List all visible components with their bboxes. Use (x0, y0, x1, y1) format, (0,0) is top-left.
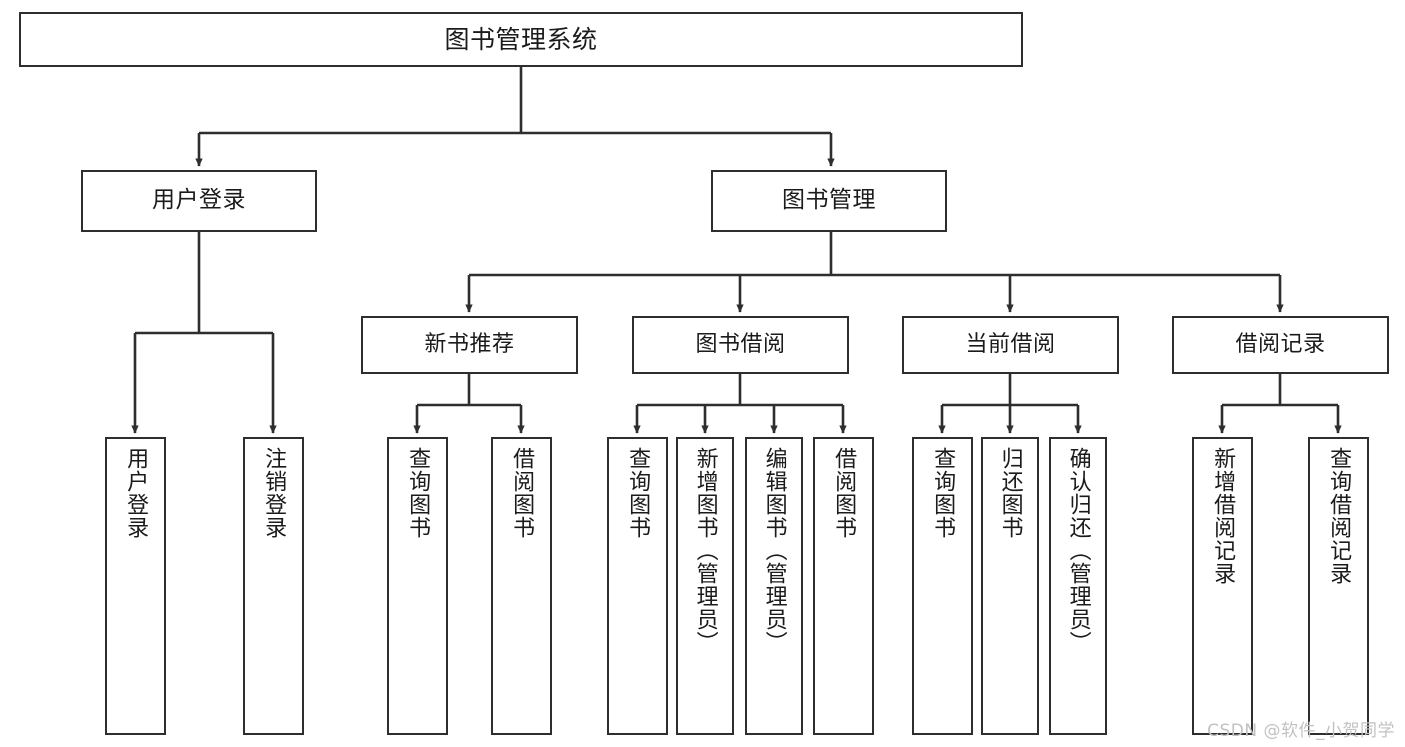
leaf-new-book-query-book[interactable]: 查询图书 (387, 437, 448, 735)
leaf-user-login-logout[interactable]: 注销登录 (243, 437, 304, 735)
leaf-book-borrow-edit-book-admin[interactable]: 编辑图书（管理员） (745, 437, 803, 735)
node-label: 图书管理 (782, 187, 876, 214)
node-label: 新增借阅记录 (1210, 447, 1236, 585)
node-label: 归还图书 (997, 447, 1023, 539)
node-label: 编辑图书（管理员） (761, 447, 787, 654)
node-label: 注销登录 (261, 447, 287, 539)
node-label: 新书推荐 (424, 332, 515, 358)
node-label: 借阅图书 (509, 447, 535, 539)
node-label: 确认归还（管理员） (1065, 447, 1091, 654)
node-book-borrow[interactable]: 图书借阅 (632, 316, 849, 374)
leaf-book-borrow-add-book-admin[interactable]: 新增图书（管理员） (676, 437, 734, 735)
leaf-current-borrow-return-book[interactable]: 归还图书 (981, 437, 1039, 735)
node-label: 用户登录 (152, 187, 246, 214)
node-label: 图书借阅 (695, 332, 786, 358)
node-borrow-record[interactable]: 借阅记录 (1172, 316, 1389, 374)
leaf-book-borrow-query-book[interactable]: 查询图书 (607, 437, 668, 735)
node-label: 用户登录 (123, 447, 149, 539)
node-label: 借阅记录 (1235, 332, 1326, 358)
leaf-new-book-borrow-book[interactable]: 借阅图书 (491, 437, 552, 735)
leaf-current-borrow-query-book[interactable]: 查询图书 (912, 437, 973, 735)
node-label: 查询图书 (930, 447, 956, 539)
watermark-text: CSDN @软件_小贺同学 (1207, 721, 1395, 741)
node-label: 借阅图书 (831, 447, 857, 539)
node-current-borrow[interactable]: 当前借阅 (902, 316, 1119, 374)
leaf-current-borrow-confirm-return-admin[interactable]: 确认归还（管理员） (1049, 437, 1107, 735)
node-label: 新增图书（管理员） (692, 447, 718, 654)
node-user-login[interactable]: 用户登录 (81, 170, 317, 232)
leaf-user-login-login[interactable]: 用户登录 (105, 437, 166, 735)
leaf-borrow-record-add-record[interactable]: 新增借阅记录 (1192, 437, 1253, 735)
node-label: 图书管理系统 (444, 24, 598, 54)
node-book-management[interactable]: 图书管理 (711, 170, 947, 232)
node-label: 查询图书 (405, 447, 431, 539)
leaf-book-borrow-borrow-book[interactable]: 借阅图书 (813, 437, 874, 735)
node-root-book-management-system[interactable]: 图书管理系统 (19, 12, 1023, 67)
node-new-book-recommend[interactable]: 新书推荐 (361, 316, 578, 374)
node-label: 当前借阅 (965, 332, 1056, 358)
node-label: 查询借阅记录 (1326, 447, 1352, 585)
node-label: 查询图书 (625, 447, 651, 539)
leaf-borrow-record-query-record[interactable]: 查询借阅记录 (1308, 437, 1369, 735)
